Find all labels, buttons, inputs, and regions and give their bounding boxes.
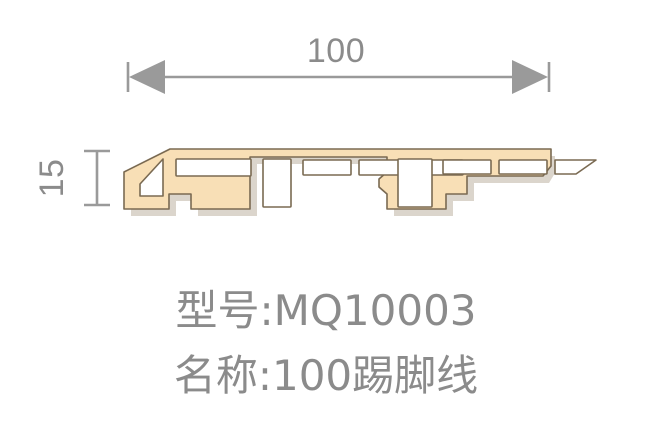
profile-chamber-4 — [302, 159, 352, 176]
profile-chamber-9 — [498, 159, 548, 175]
model-caption: 型号:MQ10003 — [175, 286, 476, 335]
profile-chamber-3 — [262, 158, 292, 208]
skirting-profile-section — [123, 148, 597, 216]
width-dim-right-arrow-icon — [512, 60, 548, 94]
profile-chamber-10 — [554, 159, 597, 175]
width-dimension-group: 100 — [126, 32, 551, 94]
profile-chamber-1 — [139, 158, 164, 197]
width-dimension-label: 100 — [307, 32, 365, 70]
profile-chamber-2 — [175, 158, 252, 177]
width-dim-left-arrow-icon — [129, 60, 165, 94]
height-dimension-label: 15 — [33, 159, 71, 198]
profile-chamber-8 — [442, 159, 492, 175]
height-dimension-group: 15 — [33, 149, 110, 207]
profile-chamber-7 — [397, 158, 433, 208]
name-caption: 名称:100踢脚线 — [174, 351, 478, 400]
